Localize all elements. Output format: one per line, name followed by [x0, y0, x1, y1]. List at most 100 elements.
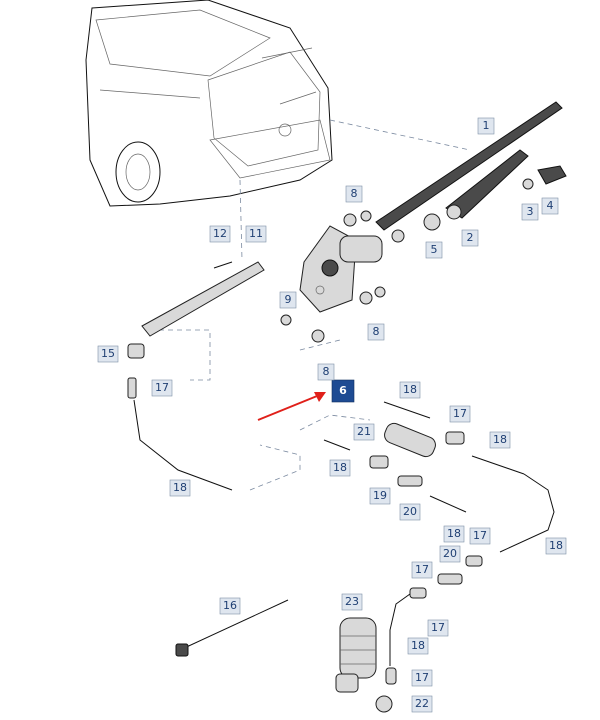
label-18-f: 18 — [169, 479, 191, 497]
label-15: 15 — [97, 345, 119, 363]
svg-text:23: 23 — [345, 595, 359, 608]
svg-text:17: 17 — [155, 381, 169, 394]
washer-pump-part — [335, 617, 377, 693]
svg-text:12: 12 — [213, 227, 227, 240]
hose-connector-left — [127, 377, 137, 399]
svg-text:17: 17 — [415, 671, 429, 684]
label-18-e: 18 — [545, 537, 567, 555]
svg-text:20: 20 — [443, 547, 457, 560]
red-arrow — [257, 393, 323, 421]
grommet-22 — [375, 695, 393, 713]
hose-left — [133, 399, 233, 491]
hose-upper — [383, 401, 431, 419]
grommet-part-e — [311, 329, 325, 343]
connector-part — [127, 343, 145, 359]
label-23: 23 — [341, 593, 363, 611]
svg-text:17: 17 — [431, 621, 445, 634]
label-8-top: 8 — [345, 185, 363, 203]
label-19: 19 — [369, 487, 391, 505]
svg-text:11: 11 — [249, 227, 263, 240]
svg-text:22: 22 — [415, 697, 429, 710]
svg-text:20: 20 — [403, 505, 417, 518]
connector-17-c — [409, 587, 427, 599]
svg-text:9: 9 — [285, 293, 292, 306]
svg-text:21: 21 — [357, 425, 371, 438]
hose-mid — [323, 439, 351, 451]
svg-text:18: 18 — [493, 433, 507, 446]
connector-17-a — [445, 431, 465, 445]
wiper-arm-hub — [446, 204, 462, 220]
red-arrowhead — [314, 392, 326, 402]
label-17-b: 17 — [449, 405, 471, 423]
label-4: 4 — [541, 197, 559, 215]
grommet-part-d — [374, 286, 386, 298]
svg-text:8: 8 — [323, 365, 330, 378]
label-18-c: 18 — [329, 459, 351, 477]
svg-text:18: 18 — [173, 481, 187, 494]
hose-lower — [429, 495, 467, 513]
label-17-d: 17 — [411, 561, 433, 579]
leader-lines — [150, 119, 471, 491]
svg-text:8: 8 — [373, 325, 380, 338]
connector-17-d — [385, 667, 397, 685]
label-2: 2 — [461, 229, 479, 247]
svg-text:18: 18 — [549, 539, 563, 552]
svg-text:19: 19 — [373, 489, 387, 502]
hose-pump — [389, 593, 411, 666]
label-3: 3 — [521, 203, 539, 221]
svg-text:15: 15 — [101, 347, 115, 360]
grommet-part-b — [360, 210, 372, 222]
label-8-right: 8 — [367, 323, 385, 341]
cable-tie-head — [175, 643, 189, 657]
wiper-blade-part — [375, 101, 563, 231]
grommet-part-c — [359, 291, 373, 305]
seal-part — [423, 213, 441, 231]
clip-part — [213, 261, 233, 269]
svg-text:1: 1 — [483, 119, 490, 132]
label-21: 21 — [353, 423, 375, 441]
svg-text:5: 5 — [431, 243, 438, 256]
fitting-20-a — [397, 475, 423, 487]
label-1: 1 — [477, 117, 495, 135]
svg-text:16: 16 — [223, 599, 237, 612]
svg-text:18: 18 — [403, 383, 417, 396]
label-18-g: 18 — [407, 637, 429, 655]
label-9: 9 — [279, 291, 297, 309]
hose-right — [471, 455, 525, 475]
wiper-motor-part — [299, 225, 383, 313]
svg-text:6: 6 — [339, 384, 347, 397]
label-18-a: 18 — [399, 381, 421, 399]
label-18-b: 18 — [489, 431, 511, 449]
fitting-19 — [369, 455, 389, 469]
hose-curve — [499, 473, 555, 553]
svg-text:17: 17 — [453, 407, 467, 420]
svg-text:2: 2 — [467, 231, 474, 244]
label-17-a: 17 — [151, 379, 173, 397]
label-18-d: 18 — [443, 525, 465, 543]
svg-text:8: 8 — [351, 187, 358, 200]
cap-part — [537, 165, 567, 185]
label-20-b: 20 — [439, 545, 461, 563]
svg-text:3: 3 — [527, 205, 534, 218]
fitting-20-b — [437, 573, 463, 585]
svg-text:17: 17 — [415, 563, 429, 576]
label-12: 12 — [209, 225, 231, 243]
label-20-a: 20 — [399, 503, 421, 521]
grommet-part-a — [343, 213, 357, 227]
label-16: 16 — [219, 597, 241, 615]
trim-strip-part — [141, 261, 265, 337]
screw-part — [280, 314, 292, 326]
label-8-bottom: 8 — [317, 363, 335, 381]
label-22: 22 — [411, 695, 433, 713]
svg-text:17: 17 — [473, 529, 487, 542]
label-17-c: 17 — [469, 527, 491, 545]
label-11: 11 — [245, 225, 267, 243]
label-5: 5 — [425, 241, 443, 259]
bushing-part — [391, 229, 405, 243]
nut-part — [522, 178, 534, 190]
sleeve-part — [384, 422, 436, 458]
connector-17-b — [465, 555, 483, 567]
label-17-f: 17 — [427, 619, 449, 637]
